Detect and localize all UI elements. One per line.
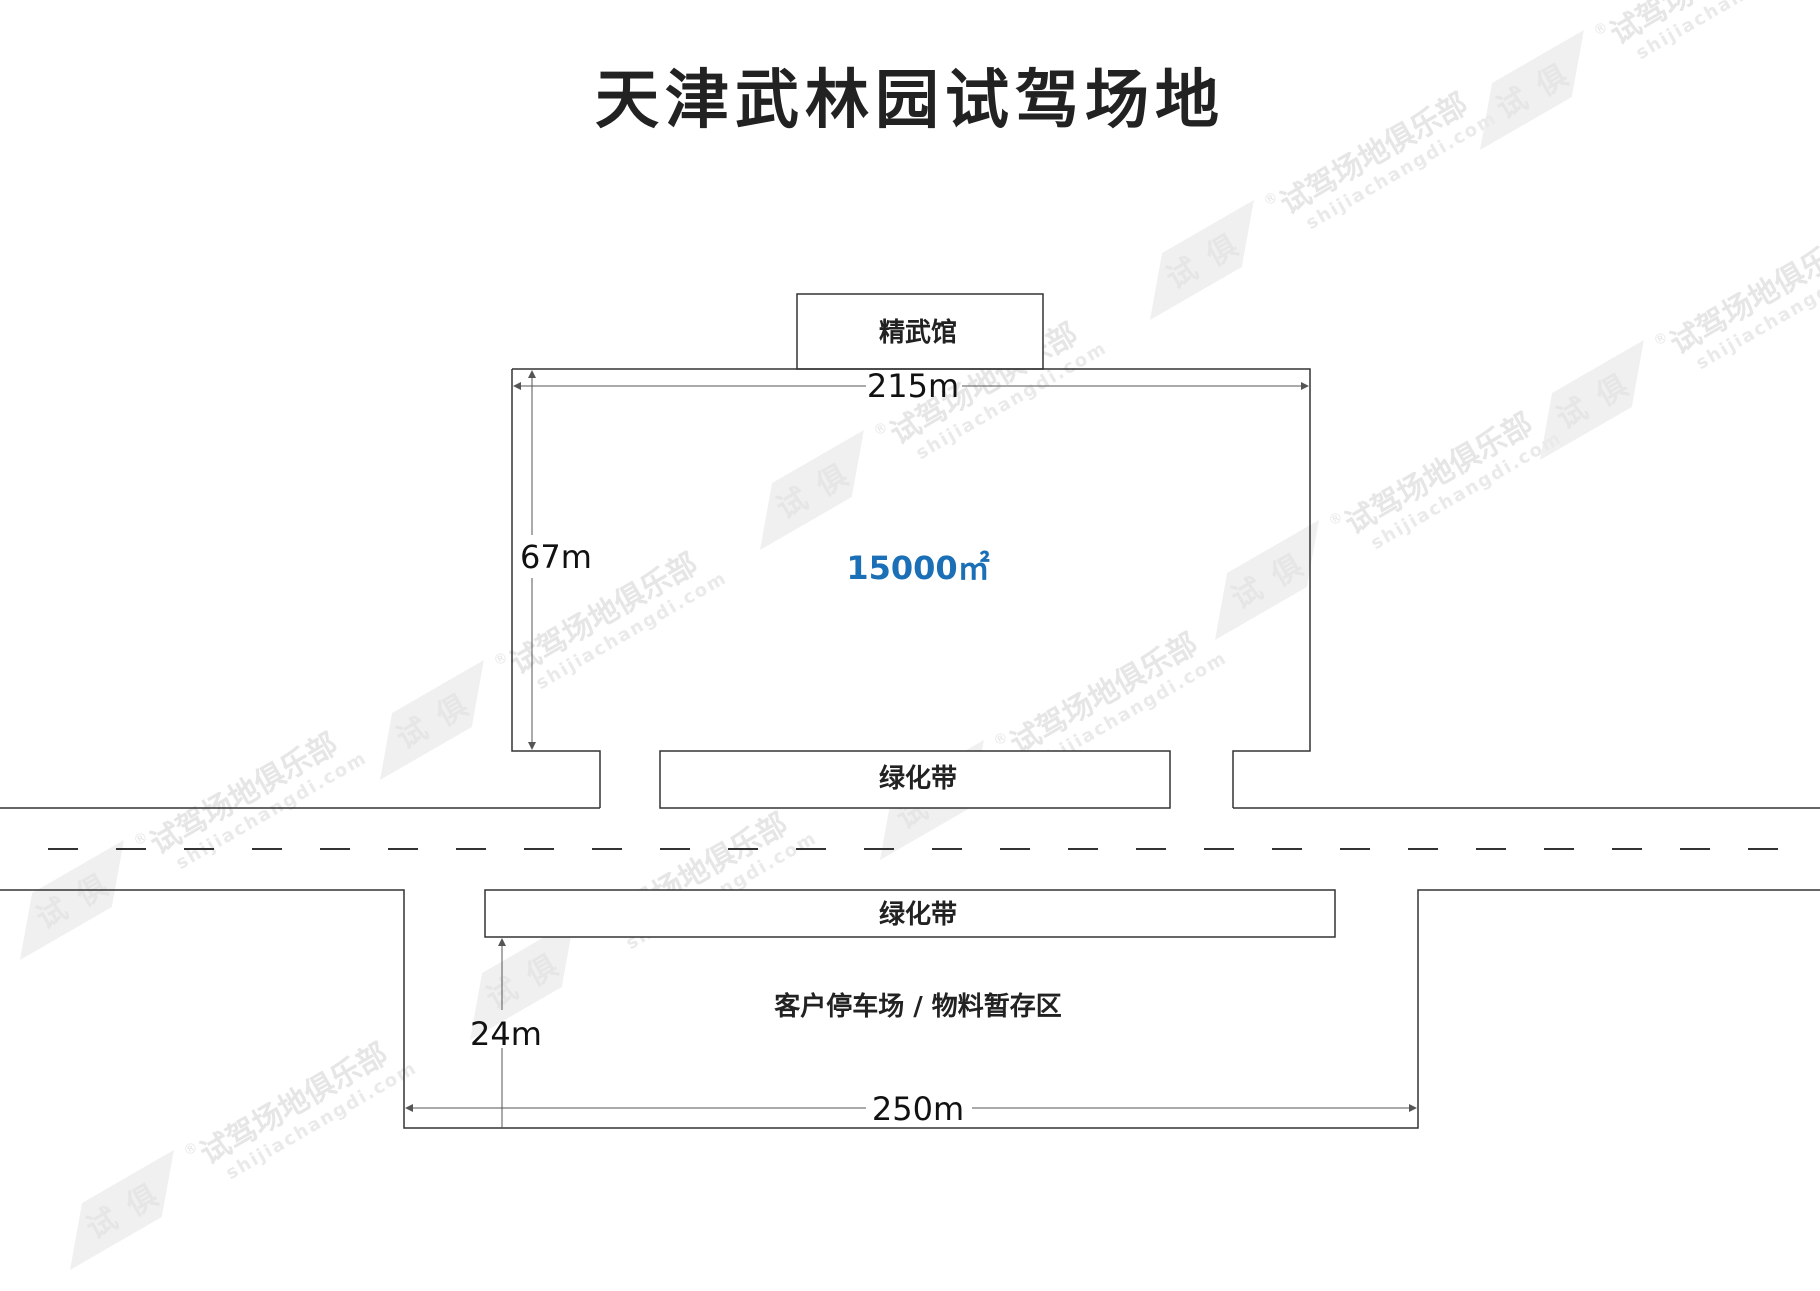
watermark-logo-icon xyxy=(1540,339,1644,460)
dim-parking-height: 24m xyxy=(470,1015,542,1053)
watermark-mark: ® xyxy=(1326,509,1346,530)
green-belt-bottom xyxy=(484,889,1336,938)
hall-label: 精武馆 xyxy=(879,317,957,348)
parking-label: 客户停车场 / 物料暂存区 xyxy=(774,991,1062,1022)
watermark-mark: ® xyxy=(871,419,891,440)
parking-outline xyxy=(0,889,1820,1129)
watermark-mark: ® xyxy=(1651,329,1671,350)
watermark-mark: ® xyxy=(991,729,1011,750)
page-title: 天津武林园试驾场地 xyxy=(595,64,1225,138)
green-belt-bottom-label: 绿化带 xyxy=(879,900,957,930)
watermark-logo-icon xyxy=(70,1149,174,1270)
watermark-mark: ® xyxy=(491,649,511,670)
watermark-mark: ® xyxy=(181,1139,201,1160)
green-belt-top-label: 绿化带 xyxy=(879,764,957,794)
watermark-logo-icon xyxy=(1480,29,1584,150)
watermark-logo-icon xyxy=(470,919,574,1040)
dim-main-height: 67m xyxy=(520,538,592,576)
green-belt-top xyxy=(659,750,1171,809)
watermark-logo-icon xyxy=(1150,199,1254,320)
area-value: 15000㎡ xyxy=(846,549,989,587)
watermark-logo-icon xyxy=(1215,519,1319,640)
watermark-mark: ® xyxy=(1261,189,1281,210)
watermark-logo-icon xyxy=(20,839,124,960)
watermark-logo-icon xyxy=(760,429,864,550)
watermark-mark: ® xyxy=(131,829,151,850)
watermark-logo-icon xyxy=(380,659,484,780)
dim-parking-width: 250m xyxy=(872,1090,964,1128)
watermark-mark: ® xyxy=(1591,19,1611,40)
test-field-outline xyxy=(511,368,1311,808)
dim-main-width: 215m xyxy=(867,367,959,405)
